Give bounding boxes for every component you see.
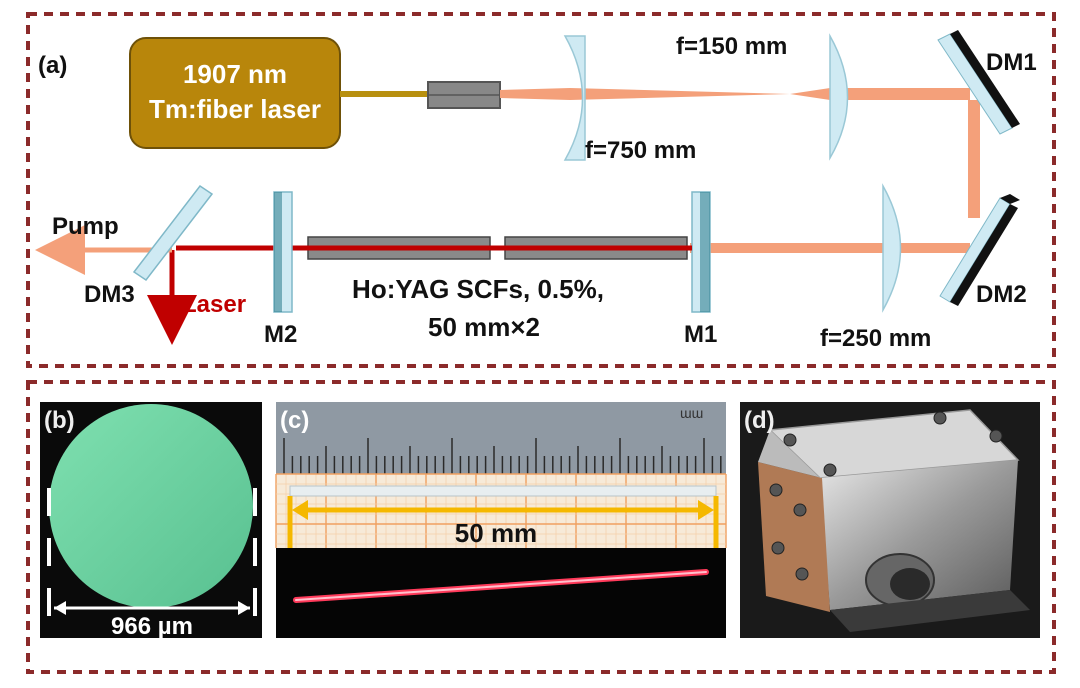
holder-screws — [769, 411, 1003, 581]
ruler-ticks — [283, 438, 722, 474]
lens-f250 — [882, 183, 902, 313]
diameter-label: 966 µm — [111, 613, 193, 640]
lens-f750-label: f=750 mm — [585, 137, 696, 164]
panel-a-tag: (a) — [38, 52, 67, 79]
diameter-arrowhead-left — [54, 601, 66, 615]
length-arrowhead-left — [292, 500, 308, 520]
panel-b-tag: (b) — [44, 407, 75, 434]
ruler-unit-mark: ɯɯ — [680, 405, 703, 421]
mirror-m1-face — [700, 192, 710, 312]
glowing-rod-core — [295, 571, 707, 601]
dm2-label: DM2 — [976, 281, 1027, 308]
dichroic-mirror-dm2 — [939, 194, 1020, 306]
source-label-line1: 1907 nm — [183, 59, 287, 89]
dichroic-mirror-dm3 — [132, 184, 214, 282]
lens-f150 — [829, 33, 849, 161]
source-label-line2: Tm:fiber laser — [149, 94, 321, 124]
crystal-rod-photo — [289, 485, 717, 497]
pump-beam-focus — [500, 88, 850, 100]
length-label: 50 mm — [455, 518, 537, 548]
glowing-rod-photo — [276, 548, 726, 638]
pump-label: Pump — [52, 213, 119, 240]
crystal-label-line1: Ho:YAG SCFs, 0.5%, — [352, 274, 604, 304]
dm3-label: DM3 — [84, 281, 135, 308]
source-laser-box — [129, 37, 341, 149]
pump-beam-vertical — [968, 100, 980, 218]
holder-copper — [758, 462, 830, 612]
pump-beam-return — [690, 243, 970, 253]
lens-f150-label: f=150 mm — [676, 33, 787, 60]
diameter-arrowhead-right — [238, 601, 250, 615]
panel-c-tag: (c) — [280, 407, 309, 434]
panel-a-frame — [26, 12, 1056, 368]
mirror-m2-face — [274, 192, 282, 312]
laser-label: Laser — [182, 291, 246, 318]
panel-d-tag: (d) — [744, 407, 775, 434]
holder-front — [758, 430, 822, 478]
m1-label: M1 — [684, 321, 717, 348]
holder-base — [830, 590, 1030, 632]
lens-f250-label: f=250 mm — [820, 325, 931, 352]
fiber-cross-section — [49, 404, 253, 608]
panel-bcd-frame — [26, 380, 1056, 674]
crystal-label-line2: 50 mm×2 — [428, 312, 540, 342]
length-arrowhead-right — [698, 500, 714, 520]
pump-beam-to-dm1 — [830, 88, 970, 100]
dm1-label: DM1 — [986, 49, 1037, 76]
dichroic-mirror-dm1 — [937, 30, 1020, 135]
m2-label: M2 — [264, 321, 297, 348]
lens-f750 — [563, 35, 586, 161]
holder-fitting-inner — [890, 568, 930, 600]
